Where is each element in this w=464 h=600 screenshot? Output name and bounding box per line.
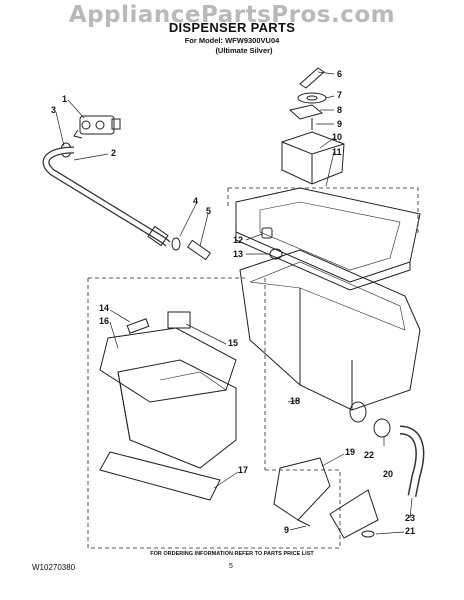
- callout-16: 16: [99, 316, 110, 326]
- callout-13: 13: [233, 249, 244, 259]
- callout-6: 6: [337, 69, 343, 79]
- callout-9-lower: 9: [284, 525, 290, 535]
- dashed-group-boxes: [87, 187, 419, 549]
- callout-3: 3: [51, 105, 57, 115]
- callout-11: 11: [332, 147, 342, 157]
- part-hose-inner: [43, 147, 170, 246]
- part-siphon-caps: [126, 311, 191, 334]
- document-id: W10270380: [32, 563, 76, 572]
- part-bracket: [273, 457, 331, 521]
- callout-10: 10: [332, 132, 343, 142]
- model-line: For Model: WFW9300VU04: [184, 36, 280, 45]
- watermark: AppliancePartsPros.com: [68, 2, 396, 28]
- finish-line: (Ultimate Silver): [215, 46, 273, 55]
- callout-7: 7: [337, 90, 343, 100]
- part-dispenser-housing: [239, 249, 421, 423]
- callout-4: 4: [193, 196, 199, 206]
- callout-21: 21: [405, 526, 416, 536]
- page-title: DISPENSER PARTS: [168, 20, 296, 35]
- callout-2: 2: [111, 148, 117, 158]
- part-water-valve: [73, 115, 121, 139]
- part-actuator-stack: [281, 67, 345, 185]
- part-seal: [361, 530, 375, 538]
- callout-9: 9: [337, 119, 343, 129]
- callout-22: 22: [364, 450, 375, 460]
- part-drawer-front: [99, 451, 221, 501]
- part-drain-hose-inner: [399, 427, 423, 497]
- part-inlet-fittings: [147, 225, 212, 261]
- callout-18: 18: [290, 396, 301, 406]
- callout-1: 1: [62, 94, 68, 104]
- part-grommets: [261, 227, 283, 260]
- callout-14: 14: [99, 303, 110, 313]
- page-number: 5: [229, 563, 233, 570]
- part-inlet-cover: [329, 489, 379, 539]
- ordering-note: FOR ORDERING INFORMATION REFER TO PARTS …: [150, 551, 314, 557]
- callout-23: 23: [405, 513, 416, 523]
- part-dispenser-lid: [235, 187, 421, 291]
- part-dispenser-drawer: [99, 327, 237, 469]
- leader-lines: [55, 71, 413, 535]
- callout-15: 15: [228, 338, 239, 348]
- callout-12: 12: [233, 235, 244, 245]
- callout-5: 5: [206, 206, 212, 216]
- part-ring: [373, 418, 391, 438]
- callout-19: 19: [345, 447, 356, 457]
- callout-20: 20: [383, 469, 394, 479]
- callout-8: 8: [337, 105, 343, 115]
- callout-17: 17: [238, 465, 249, 475]
